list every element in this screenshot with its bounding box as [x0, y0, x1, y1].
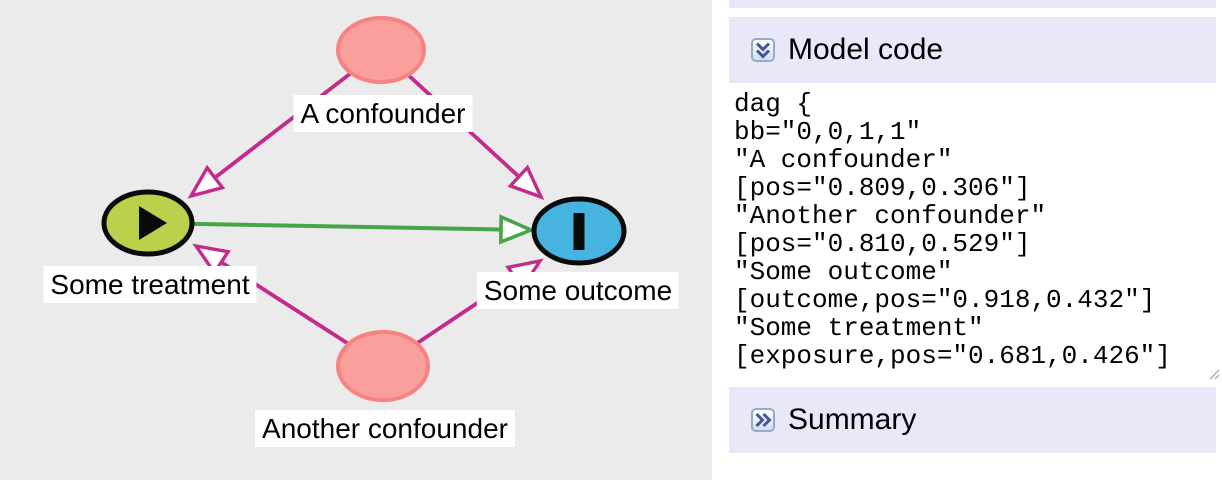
arrowhead: [507, 164, 545, 200]
model-code-textarea[interactable]: dag { bb="0,0,1,1" "A confounder" [pos="…: [729, 86, 1212, 386]
dag-svg: [101, 16, 627, 402]
node-label-some-outcome[interactable]: Some outcome: [476, 272, 680, 309]
node-a-confounder[interactable]: [336, 16, 426, 84]
dag-canvas[interactable]: A confounder Some treatment Some outcome…: [0, 0, 712, 480]
section-header-model-code[interactable]: Model code: [729, 17, 1216, 83]
arrowhead: [192, 243, 231, 276]
chevrons-right-icon: [755, 412, 772, 428]
vertical-bar-icon: [573, 213, 585, 250]
edge-treatment-outcome[interactable]: [147, 214, 536, 245]
arrowhead: [498, 214, 536, 245]
collapse-section-button[interactable]: [751, 38, 775, 62]
previous-section-edge: [729, 0, 1216, 8]
section-title: Summary: [788, 403, 917, 436]
node-label-another-confounder[interactable]: Another confounder: [255, 410, 515, 447]
textarea-resize-grip[interactable]: [1205, 365, 1221, 381]
play-triangle-icon: [139, 206, 167, 240]
chevrons-down-icon: [755, 42, 771, 59]
node-another-confounder[interactable]: [336, 330, 430, 402]
node-label-a-confounder[interactable]: A confounder: [293, 95, 473, 132]
expand-section-button[interactable]: [751, 408, 775, 432]
node-label-some-treatment[interactable]: Some treatment: [43, 266, 257, 303]
section-title: Model code: [788, 33, 944, 66]
section-header-summary[interactable]: Summary: [729, 387, 1216, 453]
arrowhead: [187, 164, 226, 199]
